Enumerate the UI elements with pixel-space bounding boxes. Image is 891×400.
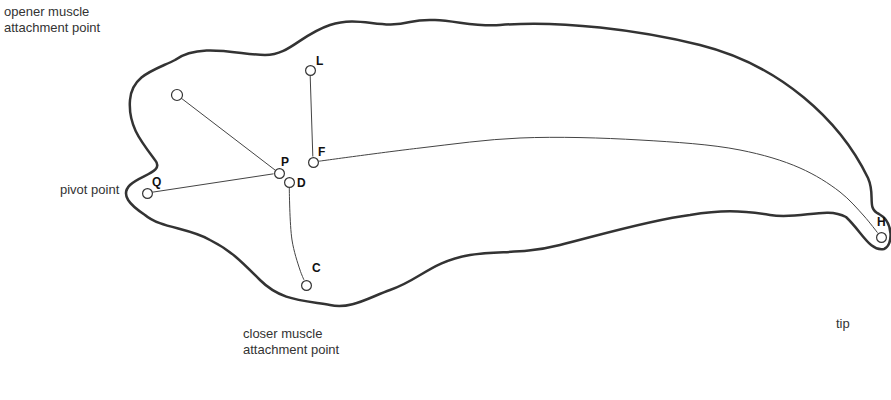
point-marker: C [301, 280, 312, 291]
point-letter: P [281, 156, 289, 168]
point-letter: H [877, 216, 886, 228]
connector-line [289, 187, 304, 279]
connector-line [318, 137, 877, 232]
part-label: pivot point [60, 182, 119, 198]
point-letter: L [316, 55, 323, 67]
point-circle [308, 157, 319, 168]
point-circle-shape [301, 280, 311, 290]
point-circle [305, 65, 316, 76]
point-marker: F [308, 157, 319, 168]
point-circle-shape [274, 168, 284, 178]
point-circle-shape [305, 65, 315, 75]
point-circle [876, 232, 887, 243]
point-circle-shape [308, 157, 318, 167]
point-circle-shape [876, 232, 886, 242]
part-label: tip [836, 316, 850, 332]
point-circle-shape [142, 188, 152, 198]
opener-tendon-line [181, 98, 275, 170]
point-letter: D [297, 177, 306, 189]
point-circle [274, 168, 285, 179]
part-label: closer muscle attachment point [243, 326, 373, 358]
point-circle [301, 280, 312, 291]
point-circle [284, 177, 295, 188]
point-marker: D [284, 177, 295, 188]
claw-outline [126, 20, 891, 306]
point-marker: L [305, 65, 316, 76]
point-letter: F [318, 146, 325, 158]
point-marker: P [274, 168, 285, 179]
point-letter: Q [152, 176, 161, 188]
part-label: opener muscle attachment point [4, 4, 134, 36]
point-marker: Q [142, 188, 153, 199]
point-marker: H [876, 232, 887, 243]
point-letter: C [312, 262, 321, 274]
connector-line [152, 174, 273, 192]
point-circle [142, 188, 153, 199]
opener-attachment-circle [172, 90, 183, 101]
connector-line [310, 75, 313, 156]
point-circle-shape [284, 177, 294, 187]
